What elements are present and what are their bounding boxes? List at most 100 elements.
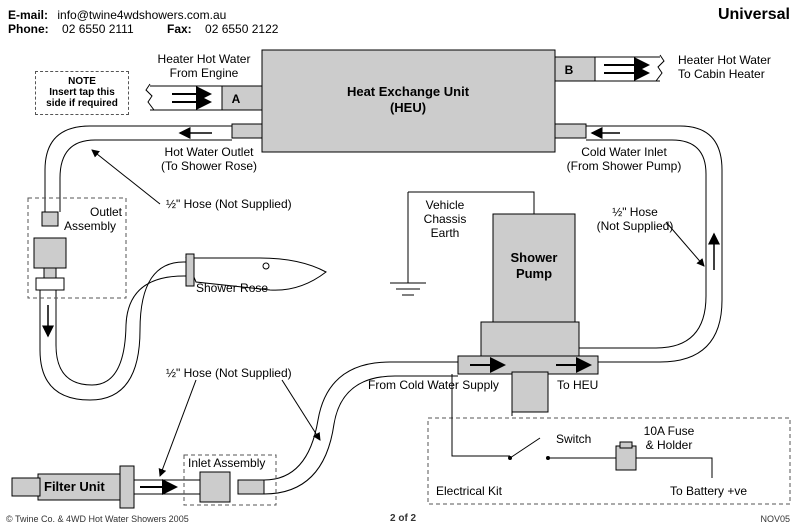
heu-box <box>261 49 556 153</box>
outlet-fitting-bottom <box>35 277 65 291</box>
hose-right-label-1: ½" Hose <box>612 205 658 219</box>
heater-in-pipe <box>150 85 222 111</box>
heater-in-label: Heater Hot Water From Engine <box>150 52 258 80</box>
heater-out-label: Heater Hot Water To Cabin Heater <box>678 53 771 81</box>
heater-in-break <box>145 83 155 111</box>
pump-motor <box>492 213 576 323</box>
filter-end-cap <box>119 465 135 509</box>
outlet-assembly-box <box>27 197 127 299</box>
heater-in-label-2: From Engine <box>169 66 239 80</box>
hose-left-label: ½" Hose (Not Supplied) <box>166 197 292 211</box>
electrical-kit-label: Electrical Kit <box>436 484 503 498</box>
outlet-assembly-label-1: Outlet <box>89 205 122 219</box>
heu-hot-outlet-port <box>231 123 263 139</box>
shower-rose-collar <box>185 253 195 287</box>
chassis-label-2: Chassis <box>423 212 467 226</box>
heu-cold-inlet-port <box>554 123 587 139</box>
filter-pipe <box>134 479 200 495</box>
note-line-1: Insert tap this <box>49 87 115 98</box>
hose-bottom-label: ½" Hose (Not Supplied) <box>166 366 292 380</box>
hose-supply-outer <box>263 361 458 481</box>
switch-lever <box>509 437 541 459</box>
shower-rose-label: Shower Rose <box>196 281 269 295</box>
hot-outlet-label-1: Hot Water Outlet <box>164 145 254 159</box>
chassis-label-3: Earth <box>430 226 460 240</box>
shower-rose-head <box>185 257 327 291</box>
from-supply-label: From Cold Water Supply <box>368 378 499 392</box>
cold-inlet-label: Cold Water Inlet (From Shower Pump) <box>560 145 688 173</box>
hose-rose-inner <box>55 275 187 386</box>
fuse-label-1: 10A Fuse <box>643 424 695 438</box>
email-label: E-mail: <box>8 8 49 22</box>
heater-out-pipe <box>595 56 660 82</box>
shower-rose-hole <box>262 262 270 270</box>
electrical-wire-right <box>548 457 713 478</box>
hose-outlet-top-inner <box>59 139 232 212</box>
phone-line: Phone: 02 6550 2111 Fax: 02 6550 2122 <box>8 22 278 36</box>
pump-base <box>480 321 580 359</box>
email-line: E-mail: info@twine4wdshowers.com.au <box>8 8 226 22</box>
hose-right-label-2: (Not Supplied) <box>596 219 674 233</box>
earth-wire <box>407 191 535 283</box>
leader-hose-right <box>665 221 705 267</box>
cold-inlet-label-1: Cold Water Inlet <box>581 145 667 159</box>
switch-label: Switch <box>556 432 592 446</box>
pump-label-1: Shower <box>511 250 558 265</box>
outlet-assembly-label: Outlet Assembly <box>64 205 122 233</box>
to-heu-label: To HEU <box>557 378 599 392</box>
leader-hose-bottom-1 <box>158 379 197 477</box>
footer-copyright: © Twine Co. & 4WD Hot Water Showers 2005 <box>6 514 189 524</box>
fax-label: Fax: <box>166 22 192 36</box>
hose-cold-top <box>578 125 723 363</box>
hose-rose-outer <box>39 261 187 401</box>
heu-subtitle: (HEU) <box>390 100 426 115</box>
note-box <box>35 71 129 115</box>
port-a-label: A <box>232 92 241 106</box>
switch-contact-1 <box>508 456 512 460</box>
page-title: Universal <box>717 6 790 23</box>
inlet-fitting <box>237 479 265 495</box>
cold-inlet-label-2: (From Shower Pump) <box>566 159 682 173</box>
electrical-wire-left <box>451 374 513 457</box>
filter-inlet-stub <box>11 477 41 497</box>
heu-port-b <box>554 56 596 82</box>
phone-number: 02 6550 2111 <box>62 22 134 36</box>
inlet-tap-body <box>199 471 231 503</box>
hose-cold-inner <box>578 139 707 349</box>
outlet-assembly-label-2: Assembly <box>64 219 117 233</box>
fuse-cap <box>619 441 633 449</box>
pump-label-2: Pump <box>516 266 552 281</box>
note-text: NOTE Insert tap this side if required <box>35 76 129 109</box>
fax-number: 02 6550 2122 <box>205 22 279 36</box>
leader-hose-left <box>91 149 161 205</box>
hose-outlet-top <box>44 125 232 212</box>
port-b-label: B <box>565 63 574 77</box>
hot-outlet-label-2: (To Shower Rose) <box>160 159 258 173</box>
heater-out-break <box>655 54 665 82</box>
outlet-tap-body <box>33 237 67 269</box>
footer-date: NOV05 <box>760 514 790 524</box>
chassis-earth-label: Vehicle Chassis Earth <box>412 198 478 240</box>
hose-right-label: ½" Hose (Not Supplied) <box>585 205 685 233</box>
chassis-label-1: Vehicle <box>425 198 465 212</box>
filter-unit-label: Filter Unit <box>44 479 105 494</box>
note-heading: NOTE <box>68 76 96 87</box>
heater-in-label-1: Heater Hot Water <box>157 52 251 66</box>
inlet-assembly-label: Inlet Assembly <box>188 456 266 470</box>
outlet-fitting-top <box>41 211 59 227</box>
email-address: info@twine4wdshowers.com.au <box>57 8 227 22</box>
heater-out-label-1: Heater Hot Water <box>678 53 771 67</box>
heu-title: Heat Exchange Unit <box>347 84 470 99</box>
heu-port-a <box>221 85 263 111</box>
leader-hose-bottom-2 <box>281 379 321 441</box>
inlet-assembly-box <box>183 454 277 506</box>
heater-out-label-2: To Cabin Heater <box>678 67 765 81</box>
note-line-2: side if required <box>46 98 118 109</box>
fuse-label: 10A Fuse & Holder <box>632 424 706 452</box>
phone-label: Phone: <box>8 22 49 36</box>
pump-lower-body <box>511 371 549 413</box>
hot-outlet-label: Hot Water Outlet (To Shower Rose) <box>148 145 270 173</box>
battery-label: To Battery +ve <box>670 484 748 498</box>
